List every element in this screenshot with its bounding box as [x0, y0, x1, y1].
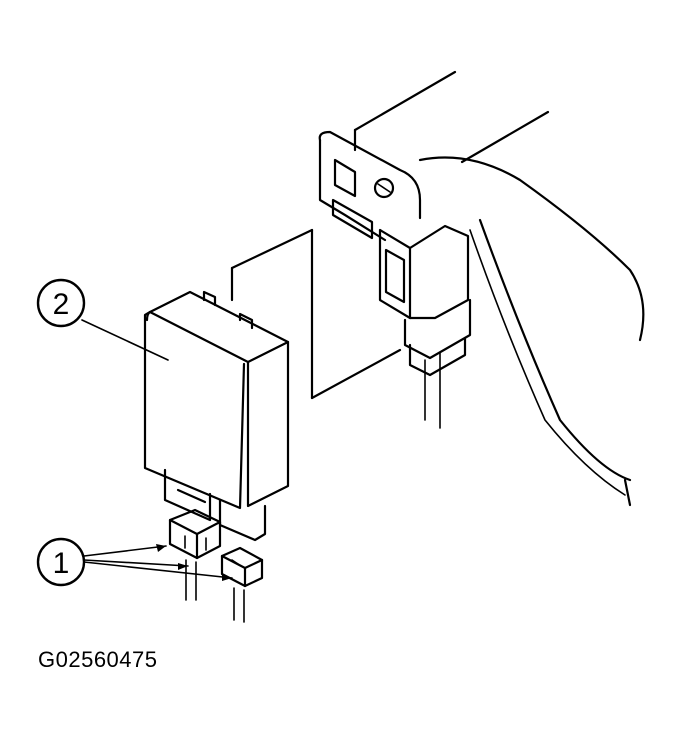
- callout-2-label: 2: [53, 288, 70, 321]
- leader-lines: [81, 319, 233, 581]
- callout-1-label: 1: [53, 547, 70, 580]
- callout-2: 2: [36, 278, 86, 328]
- callout-1: 1: [36, 537, 86, 587]
- figure-id-label: G02560475: [38, 647, 158, 672]
- arrowhead-icon: [178, 563, 188, 570]
- arrowhead-icon: [156, 544, 166, 552]
- mounting-body: [353, 70, 645, 507]
- bracket-clip: [318, 130, 422, 242]
- leader-line-1a: [83, 545, 167, 557]
- arrowhead-icon: [222, 574, 232, 581]
- control-module: [143, 290, 290, 542]
- mounting-bracket-panel: [230, 228, 402, 400]
- leader-line-2: [81, 319, 169, 361]
- bracket-relay: [378, 224, 472, 429]
- leader-line-1c: [83, 561, 233, 579]
- screw-icon: [373, 177, 395, 199]
- leader-line-1b: [83, 559, 189, 567]
